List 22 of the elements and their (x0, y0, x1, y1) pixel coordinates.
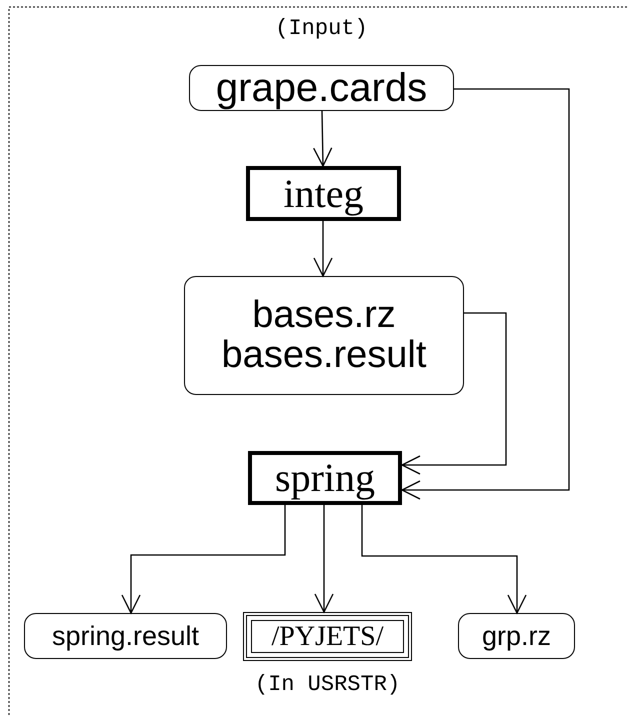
file-box (184, 276, 464, 395)
note-text: (In USRSTR) (254, 672, 402, 697)
program-box (246, 166, 401, 221)
file-box (24, 613, 227, 659)
file-name: /PYJETS/ (271, 622, 384, 652)
file-name: bases.result (222, 336, 426, 376)
program-box (248, 451, 402, 505)
file-name: grp.rz (482, 622, 552, 650)
file-name: spring.result (52, 622, 200, 650)
note-text: (Input) (274, 16, 369, 41)
arrow (313, 110, 332, 167)
file-name: grape.cards (216, 67, 428, 109)
file-box (458, 613, 575, 659)
arrow (314, 505, 334, 613)
arrow (401, 88, 570, 500)
file-name: spring (275, 457, 375, 499)
arrow (361, 505, 527, 614)
file-name: integ (284, 172, 364, 214)
file-name: bases.rz (252, 296, 396, 336)
arrow (121, 505, 286, 614)
arrow (401, 312, 507, 475)
arrow (313, 221, 333, 277)
